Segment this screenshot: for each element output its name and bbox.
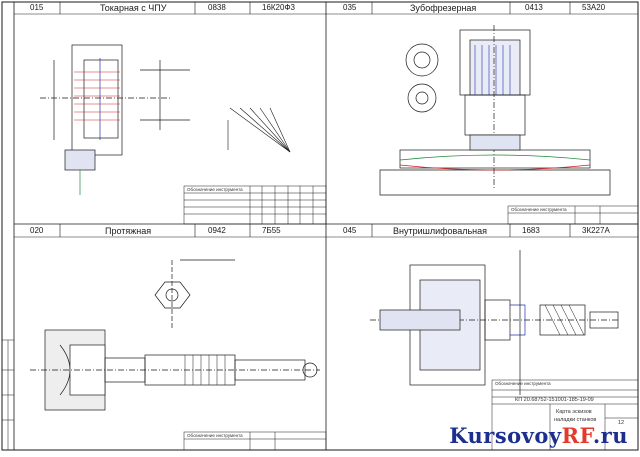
machine-015: 16К20Ф3: [262, 3, 295, 12]
watermark-accent: RF: [561, 423, 593, 448]
machine-020: 7Б55: [262, 226, 281, 235]
title-line-1: Карта эскизов: [556, 409, 592, 415]
op-code-020: 0942: [208, 226, 226, 235]
tool-table-020: [183, 431, 327, 451]
machine-035: 53А20: [582, 3, 606, 12]
op-number-015: 015: [30, 3, 44, 12]
tool-table-015: [183, 185, 327, 225]
grinding-sketch: [370, 250, 620, 395]
watermark-suffix: .ru: [592, 423, 628, 448]
machine-045: 3К227А: [582, 226, 610, 235]
op-code-015: 0838: [208, 3, 226, 12]
sheet-number: 12: [618, 420, 625, 426]
table-header-020: Обозначение инструмента: [187, 433, 243, 438]
op-name-hobbing: Зубофрезерная: [410, 3, 477, 13]
op-name-broaching: Протяжная: [105, 226, 152, 236]
tool-path-diagram: [227, 107, 291, 153]
watermark-main: Kursovoy: [449, 423, 562, 448]
turning-sketch: [40, 44, 190, 195]
op-number-035: 035: [343, 3, 357, 12]
hobbing-sketch: [379, 25, 611, 196]
op-name-turning: Токарная с ЧПУ: [100, 3, 167, 13]
tool-table-035: [507, 205, 639, 225]
broaching-sketch: [30, 259, 320, 411]
op-number-045: 045: [343, 226, 357, 235]
header-strips: [14, 2, 638, 238]
table-header-035: Обозначение инструмента: [511, 207, 567, 212]
doc-code: КП 20.68752-151001-185-19-09: [515, 397, 594, 403]
title-block: [491, 379, 639, 451]
watermark: KursovoyRF.ru: [449, 423, 628, 448]
op-code-035: 0413: [525, 3, 543, 12]
op-code-045: 1683: [522, 226, 540, 235]
title-line-2: наладки станков: [554, 417, 597, 423]
table-header-015: Обозначение инструмента: [187, 187, 243, 192]
side-stamp: [2, 339, 14, 450]
op-number-020: 020: [30, 226, 44, 235]
op-name-grinding: Внутришлифовальная: [393, 226, 488, 236]
table-header-045: Обозначение инструмента: [495, 381, 551, 386]
